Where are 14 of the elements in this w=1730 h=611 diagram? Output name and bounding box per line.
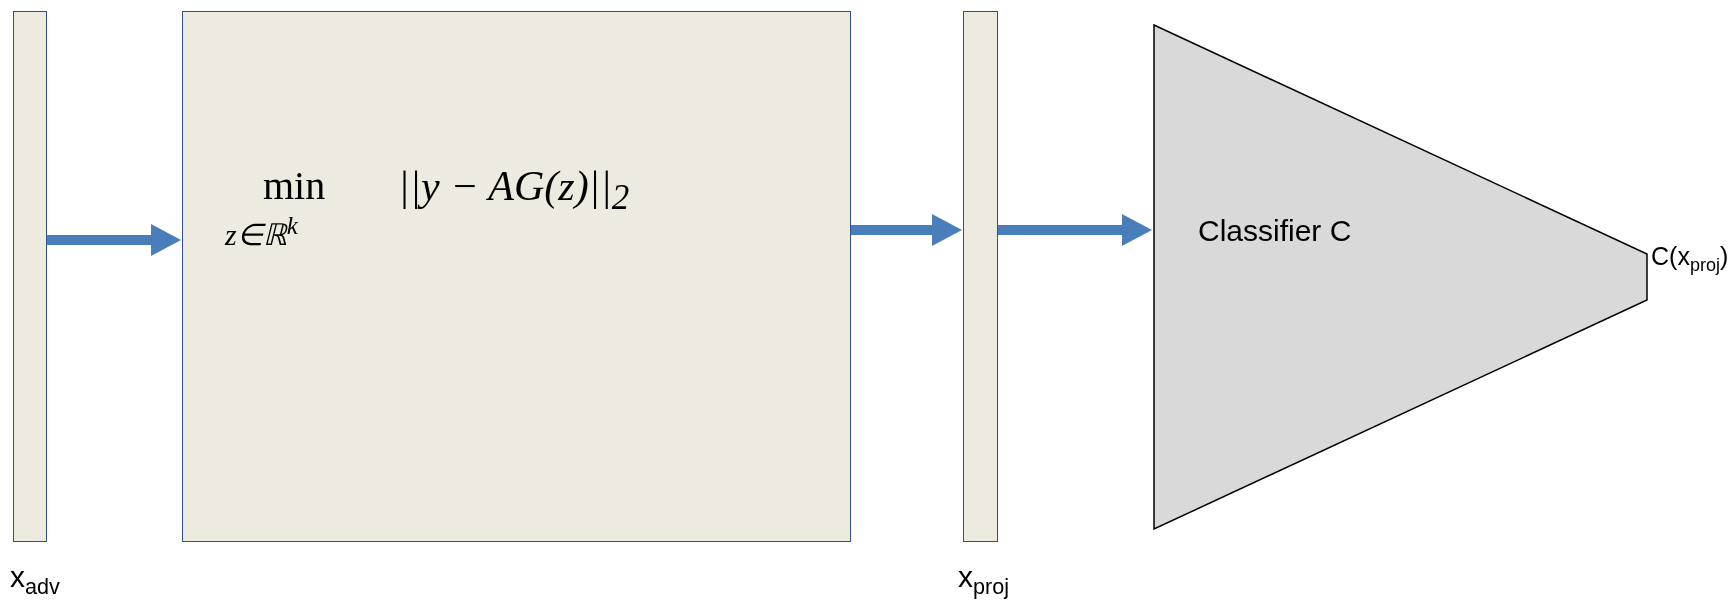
subscript-set: z∈ℝ$^{k}$ [225,212,298,252]
objective-norm: ||y − AG(z)||$_{2}$ [398,162,630,219]
vector-label: x$_{adv}$ [10,560,60,600]
vector-bar [963,11,998,542]
vector-label: C(x$_{proj}$) [1651,242,1729,276]
vector-bar [13,11,47,542]
classifier-label: Classifier C [1198,214,1352,248]
min-operator: min [263,162,326,209]
classifier-triangle [1153,24,1648,530]
optimization-box [182,11,851,542]
arrow [47,224,181,256]
vector-label: x$_{proj}$ [958,560,1009,600]
arrow [998,214,1152,246]
arrow [851,214,962,246]
